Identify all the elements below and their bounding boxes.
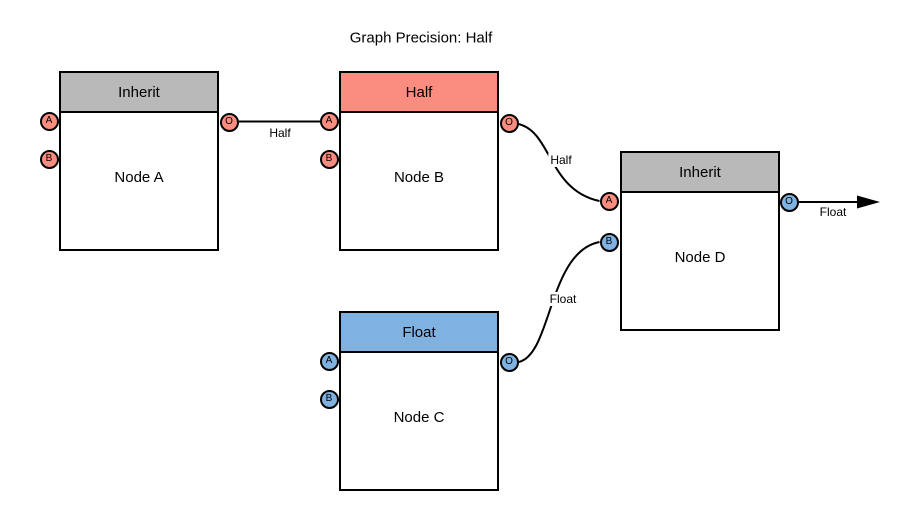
edge-label-b-to-d: Half	[548, 153, 574, 167]
node-c-header: Float	[341, 313, 497, 353]
node-a-port-a: A	[39, 111, 59, 131]
node-b-port-a: A	[319, 111, 339, 131]
node-b-port-b: B	[319, 149, 339, 169]
edge-label-output: Float	[817, 205, 849, 219]
node-c-port-o: O	[499, 352, 519, 372]
node-b-header: Half	[341, 73, 497, 113]
node-d-header: Inherit	[622, 153, 778, 193]
node-a-port-o: O	[219, 112, 239, 132]
node-a-name: Node A	[114, 169, 164, 186]
node-d: Inherit Node D	[620, 151, 780, 331]
node-d-port-a: A	[599, 191, 619, 211]
node-c: Float Node C	[339, 311, 499, 491]
node-a: Inherit Node A	[59, 71, 219, 251]
node-d-port-b: B	[599, 232, 619, 252]
edge-label-c-to-d: Float	[547, 292, 579, 306]
node-a-header: Inherit	[61, 73, 217, 113]
node-c-port-a: A	[319, 351, 339, 371]
node-b-port-o: O	[499, 113, 519, 133]
node-a-port-b: B	[39, 149, 59, 169]
arrowhead-icon	[857, 195, 880, 209]
diagram-title: Graph Precision: Half	[349, 29, 493, 47]
node-c-port-b: B	[319, 389, 339, 409]
node-b: Half Node B	[339, 71, 499, 251]
node-d-port-o: O	[779, 192, 799, 212]
node-b-name: Node B	[393, 169, 445, 186]
node-c-name: Node C	[393, 409, 445, 426]
node-d-name: Node D	[674, 249, 726, 266]
edge-label-a-to-b: Half	[267, 126, 293, 140]
